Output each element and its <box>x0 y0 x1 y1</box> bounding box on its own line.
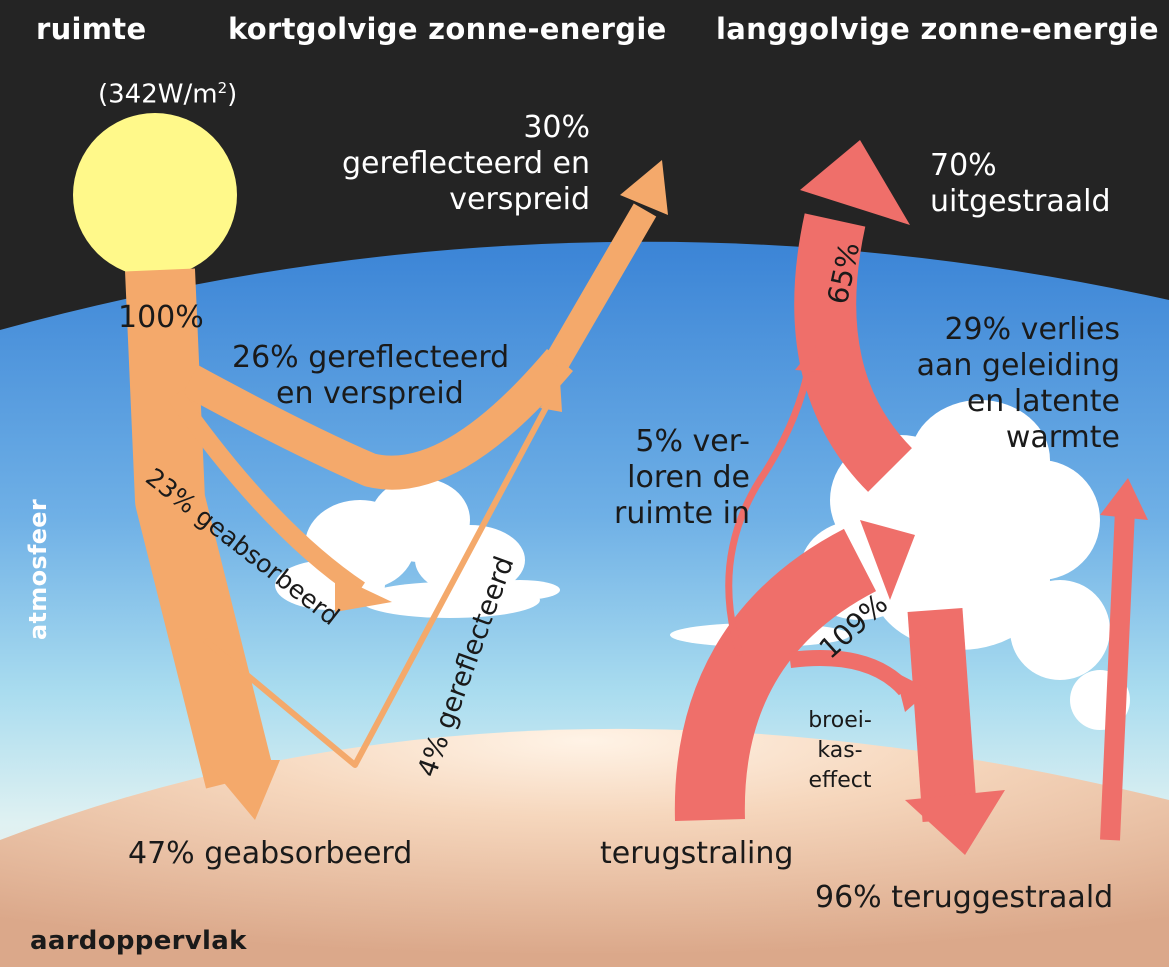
lost-space-label: 5% ver- loren de ruimte in <box>580 424 750 532</box>
header-space: ruimte <box>36 12 146 46</box>
emitted-label: 70% uitgestraald <box>930 148 1110 220</box>
surface-absorbed-label: 47% geabsorbeerd <box>128 836 412 872</box>
returned-label: 96% teruggestraald <box>815 880 1113 916</box>
sun-flux: (342W/m2) <box>98 70 237 113</box>
greenhouse-label: broei- kas- effect <box>790 706 890 796</box>
input-100-label: 100% <box>118 300 204 336</box>
reflected-total-label: 30% gereflecteerd en verspreid <box>340 110 590 218</box>
header-longwave: langgolvige zonne-energie <box>716 12 1159 46</box>
surface-label: aardoppervlak <box>30 926 247 956</box>
header-shortwave: kortgolvige zonne-energie <box>228 12 667 46</box>
atmosphere-label: atmosfeer <box>24 499 52 640</box>
arrow-teruggestraald <box>935 610 950 820</box>
latent-heat-label: 29% verlies aan geleiding en latente war… <box>880 312 1120 456</box>
sun <box>73 113 237 277</box>
backradiation-label: terugstraling <box>600 836 793 872</box>
atmos-reflected-label: 26% gereflecteerd en verspreid <box>232 340 509 412</box>
